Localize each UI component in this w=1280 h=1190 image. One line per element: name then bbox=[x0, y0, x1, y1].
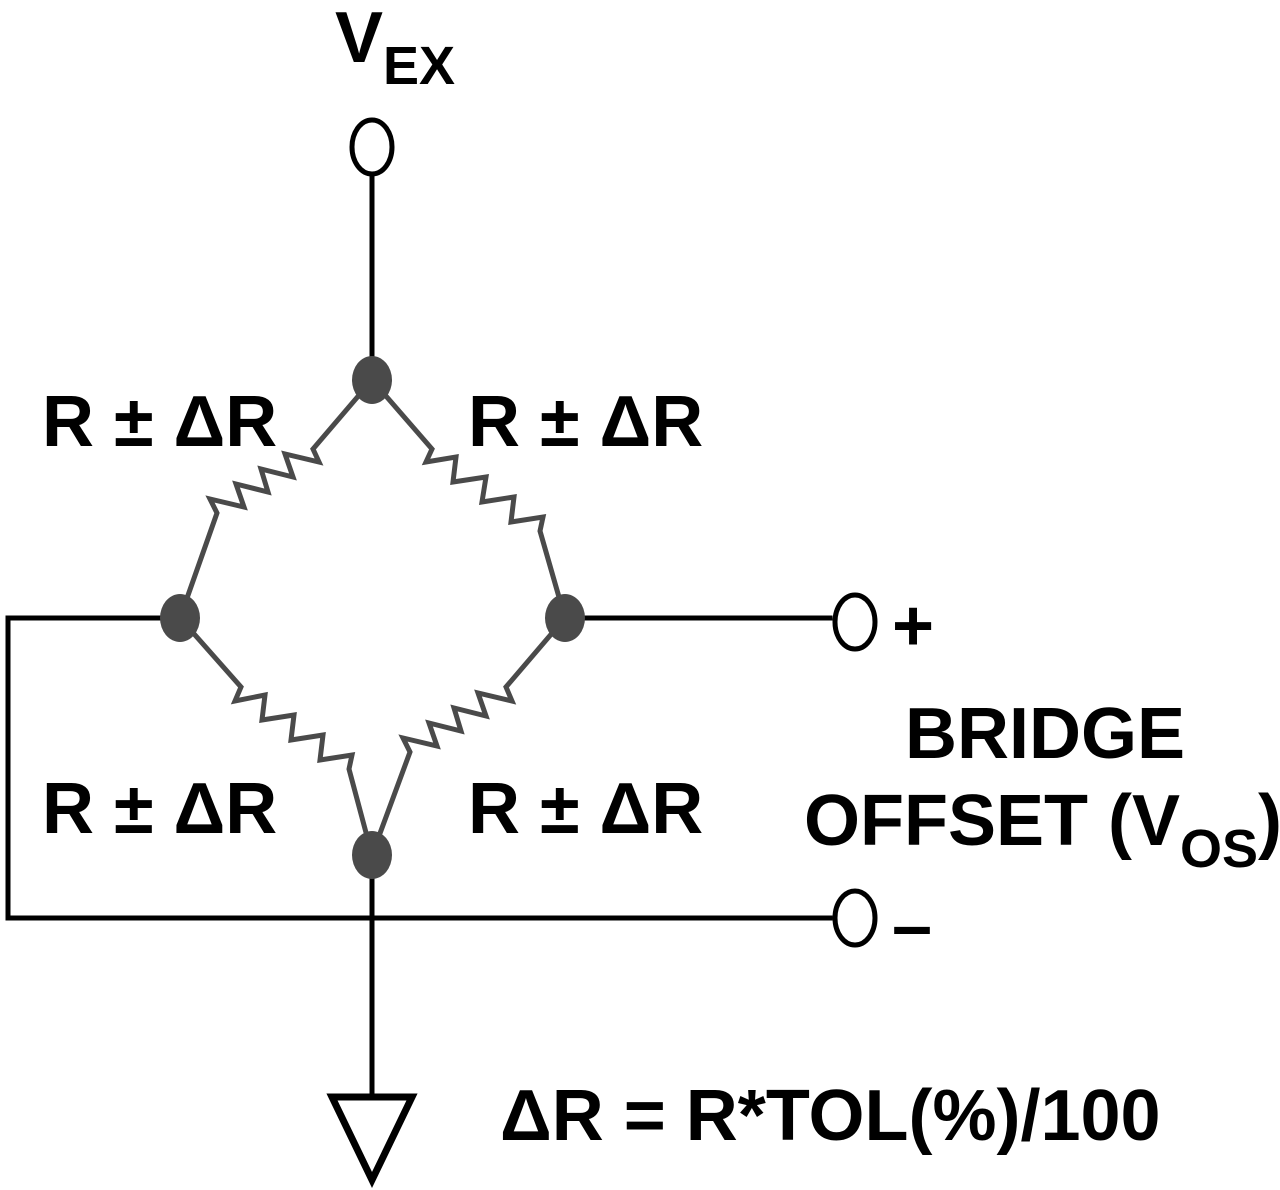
resistor-bottom-left bbox=[178, 616, 375, 856]
resistor-label-top-left: R ± ΔR bbox=[42, 382, 277, 462]
vex-label: VEX bbox=[335, 0, 455, 96]
resistor-label-bottom-left: R ± ΔR bbox=[42, 769, 277, 849]
tolerance-formula: ΔR = R*TOL(%)/100 bbox=[500, 1076, 1161, 1156]
node-right bbox=[545, 594, 585, 642]
left-feedback-wire bbox=[5, 615, 833, 921]
excitation-terminal bbox=[349, 117, 395, 177]
bridge-title-suffix: ) bbox=[1258, 781, 1280, 861]
output-minus-label: – bbox=[892, 886, 932, 966]
resistor-label-top-right: R ± ΔR bbox=[468, 382, 703, 462]
bridge-title-prefix: OFFSET (V bbox=[804, 781, 1180, 861]
bridge-title-line2: OFFSET (VOS) bbox=[804, 781, 1280, 879]
node-bottom bbox=[352, 831, 392, 879]
ground-icon bbox=[326, 1093, 418, 1189]
bridge-title-subscript: OS bbox=[1180, 819, 1258, 879]
bridge-title-line1: BRIDGE bbox=[905, 694, 1185, 774]
node-left bbox=[160, 594, 200, 642]
output-plus-label: + bbox=[892, 586, 934, 666]
resistor-bottom-right bbox=[369, 616, 567, 856]
vex-subscript: EX bbox=[383, 36, 455, 96]
vex-main: V bbox=[335, 0, 383, 78]
resistor-label-bottom-right: R ± ΔR bbox=[468, 769, 703, 849]
output-minus-terminal bbox=[832, 888, 878, 948]
output-plus-terminal bbox=[832, 592, 878, 652]
resistor-top-left bbox=[177, 378, 374, 619]
node-top bbox=[352, 356, 392, 404]
resistor-top-right bbox=[370, 378, 568, 619]
